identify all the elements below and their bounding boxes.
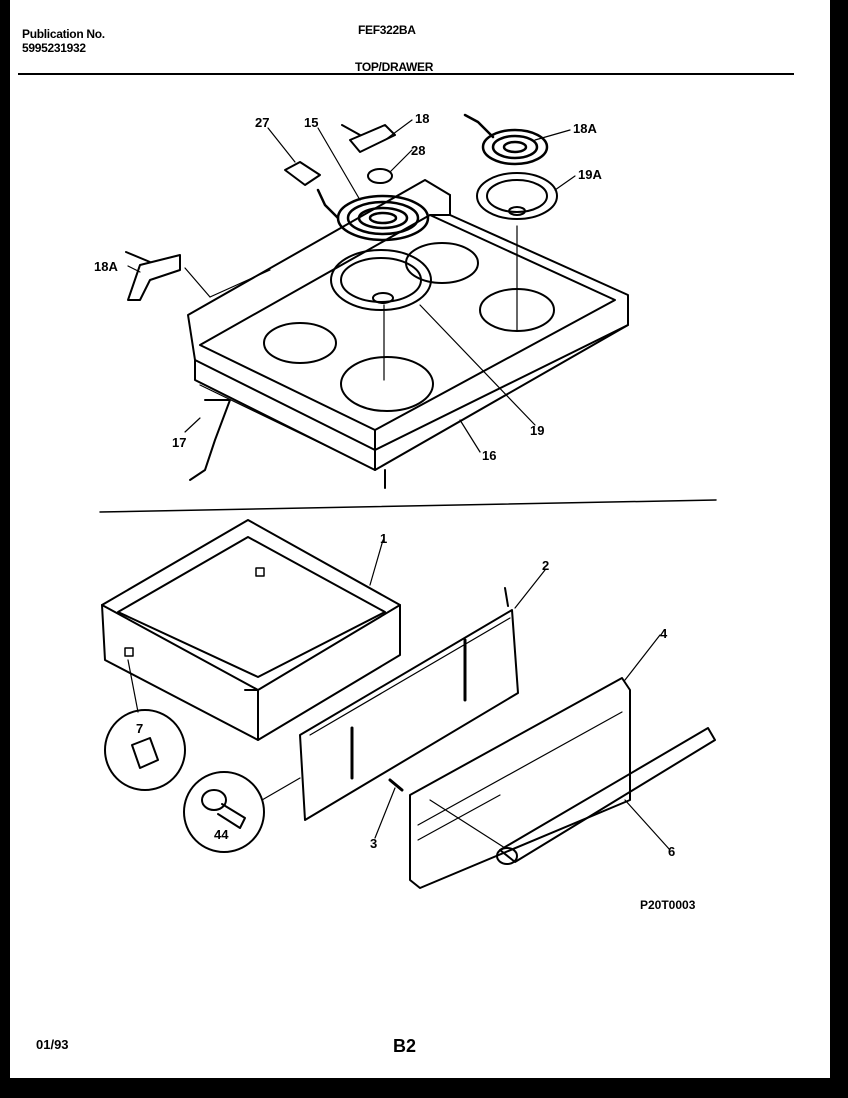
right-border [830, 0, 848, 1098]
detail-circle-44 [183, 771, 265, 853]
terminal-block [284, 161, 321, 186]
callout-19: 19 [530, 423, 544, 438]
callout-2: 2 [542, 558, 549, 573]
drawer-panel [299, 587, 519, 821]
callout-7: 7 [136, 721, 143, 736]
callout-4: 4 [660, 626, 668, 641]
burner-openings [263, 242, 555, 412]
publication-label: Publication No. [22, 27, 105, 41]
element-bracket-left [125, 251, 181, 301]
cooktop-hinge-wire [189, 399, 231, 481]
section-title: TOP/DRAWER [355, 60, 434, 74]
callout-17: 17 [172, 435, 186, 450]
surface-element-small [463, 113, 549, 166]
callout-19a: 19A [578, 167, 602, 182]
detail-circle-7 [104, 709, 186, 791]
drawer-front [409, 677, 631, 889]
callout-28: 28 [411, 143, 425, 158]
header-rule [18, 73, 794, 75]
drawer-body [101, 519, 401, 741]
model-number: FEF322BA [358, 23, 416, 37]
drawer-screw [388, 778, 404, 792]
callout-16: 16 [482, 448, 496, 463]
callout-18a-left: 18A [94, 259, 118, 274]
section-divider [99, 499, 717, 513]
receptacle-nut [367, 168, 393, 184]
callout-1: 1 [380, 531, 387, 546]
bottom-border [0, 1078, 848, 1098]
callout-18: 18 [415, 111, 429, 126]
callout-18a-top: 18A [573, 121, 597, 136]
drip-bowl-large [330, 249, 432, 311]
footer-date: 01/93 [36, 1037, 69, 1052]
cooktop-top [187, 179, 629, 489]
footer-page-number: B2 [393, 1036, 417, 1056]
leader-lines-top [127, 119, 576, 453]
receptacle-block [341, 124, 396, 153]
leader-lines-bottom [127, 539, 671, 851]
callout-15: 15 [304, 115, 318, 130]
callout-3: 3 [370, 836, 377, 851]
drip-bowl-small [476, 172, 558, 220]
drawer-handle [496, 727, 716, 865]
callout-6: 6 [668, 844, 675, 859]
surface-element-large [316, 188, 430, 242]
publication-number: 5995231932 [22, 41, 86, 55]
left-border [0, 0, 10, 1098]
callout-44: 44 [214, 827, 229, 842]
callout-27: 27 [255, 115, 269, 130]
drawing-code: P20T0003 [640, 898, 696, 912]
